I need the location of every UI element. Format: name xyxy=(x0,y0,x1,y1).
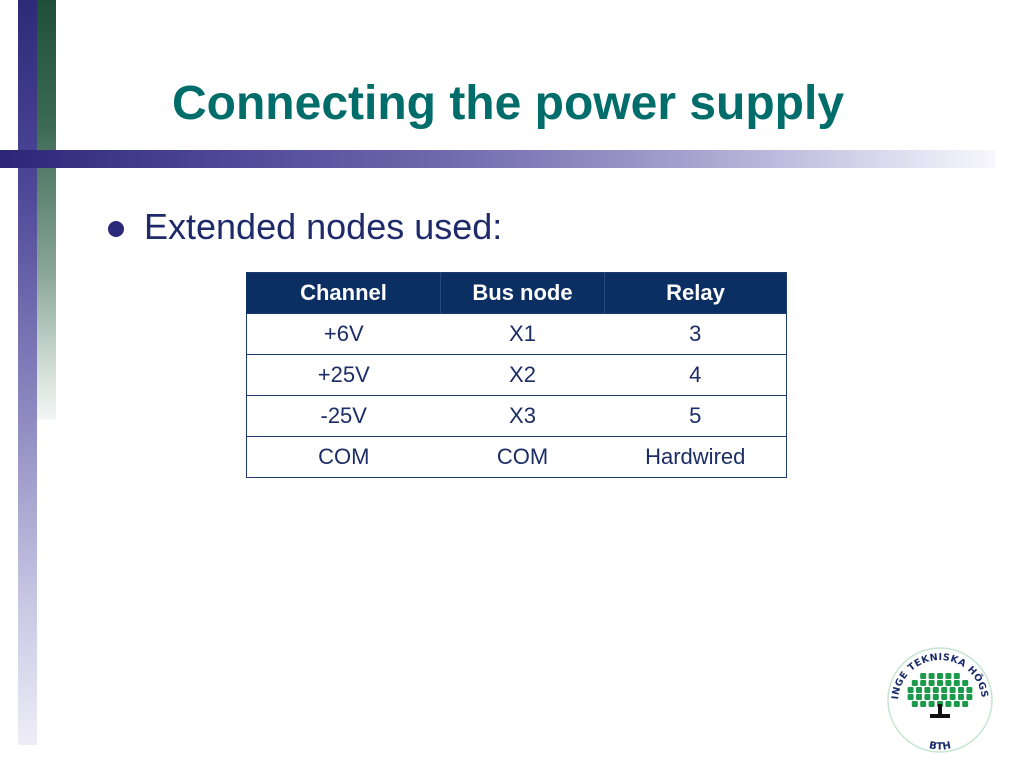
tree-leaf-icon xyxy=(920,701,927,707)
nodes-table: Channel Bus node Relay +6V X1 3 +25V X2 … xyxy=(246,272,787,478)
tree-leaf-icon xyxy=(945,701,952,707)
cell-channel: -25V xyxy=(246,395,441,437)
tree-leaf-icon xyxy=(907,694,914,700)
tree-leaf-icon xyxy=(924,694,931,700)
slide-title: Connecting the power supply xyxy=(172,77,845,130)
cell-relay: 5 xyxy=(604,395,787,437)
tree-leaf-icon xyxy=(958,687,964,693)
left-decor-bar-green xyxy=(37,0,56,420)
tree-leaf-icon xyxy=(928,701,935,707)
tree-leaf-icon xyxy=(928,673,935,679)
cell-bus-node: COM xyxy=(440,436,605,478)
bth-logo: BLEKINGE TEKNISKA HÖGSKOLA BTH xyxy=(880,634,996,754)
tree-leaf-icon xyxy=(937,673,943,679)
cell-relay: 4 xyxy=(604,354,787,396)
table-header-row: Channel Bus node Relay xyxy=(246,272,787,314)
tree-seal-icon: BLEKINGE TEKNISKA HÖGSKOLA BTH xyxy=(880,634,993,753)
bullet-item: Extended nodes used: xyxy=(108,204,502,250)
tree-leaf-icon xyxy=(953,673,960,679)
table-row: -25V X3 5 xyxy=(246,395,787,437)
logo-abbrev: BTH xyxy=(928,740,952,752)
tree-leaf-icon xyxy=(966,687,973,693)
tree-leaf-icon xyxy=(916,694,922,700)
tree-leaf-icon xyxy=(949,687,956,693)
cell-relay: Hardwired xyxy=(604,436,787,478)
tree-leaf-icon xyxy=(937,680,943,686)
title-underline-bar xyxy=(0,150,995,168)
tree-leaf-icon xyxy=(958,694,964,700)
bullet-text: Extended nodes used: xyxy=(144,206,503,247)
tree-leaf-icon xyxy=(907,687,914,693)
left-decor-bar-purple xyxy=(18,0,37,745)
tree-leaf-icon xyxy=(945,680,952,686)
cell-channel: +6V xyxy=(246,313,441,355)
table-row: +6V X1 3 xyxy=(246,313,787,355)
tree-leaf-icon xyxy=(941,687,948,693)
cell-channel: +25V xyxy=(246,354,441,396)
cell-bus-node: X1 xyxy=(440,313,605,355)
tree-leaf-icon xyxy=(945,673,952,679)
tree-leaf-icon xyxy=(953,680,960,686)
tree-leaf-icon xyxy=(924,687,931,693)
tree-leaf-icon xyxy=(966,694,973,700)
svg-text:BTH: BTH xyxy=(928,740,952,752)
tree-leaf-icon xyxy=(920,680,927,686)
tree-leaf-icon xyxy=(911,701,918,707)
tree-leaf-icon xyxy=(928,680,935,686)
tree-leaf-icon xyxy=(932,694,939,700)
tree-leaf-icon xyxy=(953,701,960,707)
tree-leaf-icon xyxy=(932,687,939,693)
nodes-table-container: Channel Bus node Relay +6V X1 3 +25V X2 … xyxy=(246,272,787,478)
tree-leaf-icon xyxy=(949,694,956,700)
tree-leaf-icon xyxy=(962,701,969,707)
tree-leaf-icon xyxy=(941,694,948,700)
tree-leaf-icon xyxy=(962,680,969,686)
cell-channel: COM xyxy=(246,436,441,478)
tree-leaf-icon xyxy=(920,673,927,679)
header-relay: Relay xyxy=(604,272,787,314)
cell-bus-node: X3 xyxy=(440,395,605,437)
tree-leaf-icon xyxy=(916,687,922,693)
table-row: COM COM Hardwired xyxy=(246,436,787,478)
cell-relay: 3 xyxy=(604,313,787,355)
header-channel: Channel xyxy=(246,272,441,314)
table-row: +25V X2 4 xyxy=(246,354,787,396)
tree-leaf-icon xyxy=(911,680,918,686)
bullet-dot-icon xyxy=(108,221,124,237)
cell-bus-node: X2 xyxy=(440,354,605,396)
header-bus-node: Bus node xyxy=(440,272,605,314)
